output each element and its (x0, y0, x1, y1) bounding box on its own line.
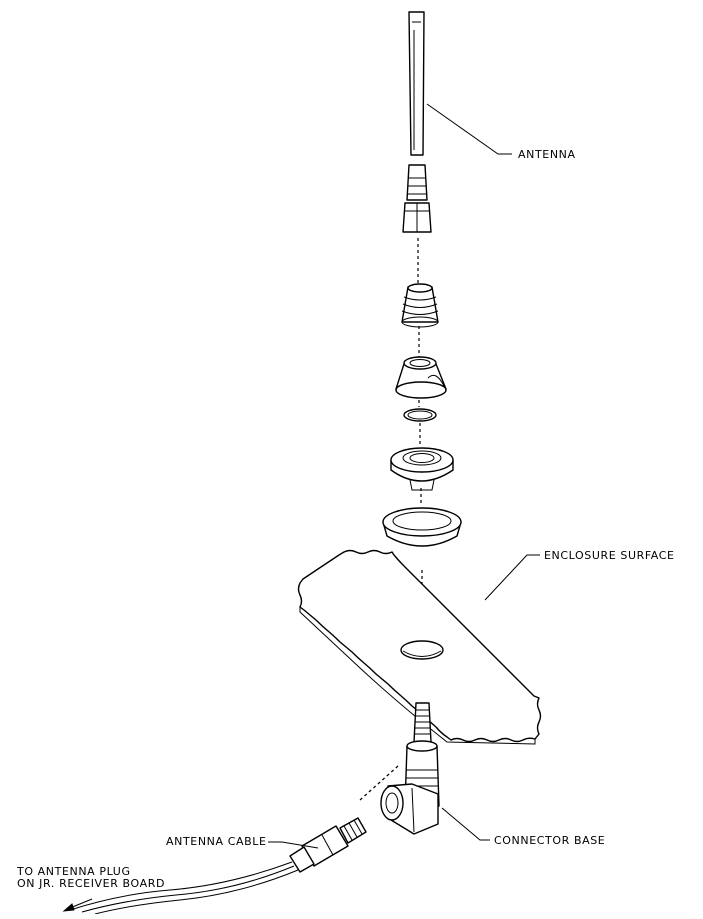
antenna-cable (69, 861, 299, 915)
connector-base (380, 702, 440, 835)
plug-arrowhead (62, 903, 75, 912)
mounting-bushing (390, 447, 454, 491)
plug-destination-label-line1: TO ANTENNA PLUG (17, 865, 131, 878)
enclosure-leader (484, 554, 540, 601)
plug-destination-label-line2: ON JR. RECEIVER BOARD (17, 877, 166, 890)
connector-base-leader (441, 807, 490, 841)
antenna-cable-label: ANTENNA CABLE (166, 835, 267, 848)
antenna-cable-leader (268, 841, 319, 849)
cap-nut (395, 356, 447, 399)
base-washer (382, 507, 462, 547)
antenna-leader (426, 103, 512, 155)
threaded-collar (401, 283, 439, 328)
enclosure-surface-label: ENCLOSURE SURFACE (544, 549, 675, 562)
o-ring (403, 408, 437, 422)
plug-leader (69, 898, 93, 909)
antenna-label: ANTENNA (518, 148, 576, 161)
enclosure-plate (297, 549, 542, 745)
connector-base-label: CONNECTOR BASE (494, 834, 606, 847)
antenna-cable-connector (289, 817, 367, 873)
antenna-whip (402, 11, 432, 233)
